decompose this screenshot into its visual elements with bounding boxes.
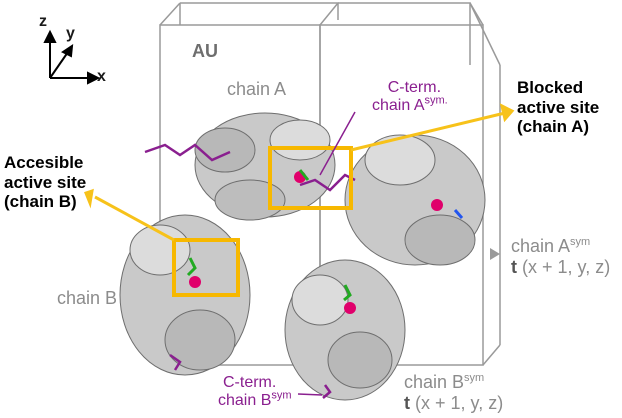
chain-a-label: chain A bbox=[227, 79, 286, 100]
cterm-b-name: chain B bbox=[218, 392, 271, 409]
blocked-line3: (chain A) bbox=[517, 117, 599, 137]
chain-a-sym-label: chain Asym t (x + 1, y, z) bbox=[511, 236, 610, 277]
chain-b-label: chain B bbox=[57, 288, 117, 309]
chain-b-sym-t: t bbox=[404, 393, 410, 413]
cterm-chain-b-sym-label: C-term. chain Bsym bbox=[218, 374, 292, 411]
chain-b-sym-label: chain Bsym t (x + 1, y, z) bbox=[404, 372, 503, 413]
chain-a-sym-sup: sym bbox=[570, 236, 590, 248]
chain-b-sym-name: chain B bbox=[404, 372, 464, 392]
protein-chain-b-sym bbox=[285, 260, 405, 400]
chain-a-sym-name: chain A bbox=[511, 236, 570, 256]
cterm-a-name: chain A bbox=[372, 97, 424, 114]
cterm-b-sup: sym bbox=[271, 390, 291, 402]
cterm-b-line2: chain Bsym bbox=[218, 392, 292, 410]
chain-a-sym-coords: (x + 1, y, z) bbox=[522, 257, 610, 277]
au-label: AU bbox=[192, 41, 218, 62]
protein-chain-a-sym bbox=[345, 135, 485, 265]
accessible-line3: (chain B) bbox=[4, 192, 86, 212]
chain-a-sym-t: t bbox=[511, 257, 517, 277]
axis-x-label: x bbox=[97, 68, 106, 86]
accessible-line2: active site bbox=[4, 173, 86, 193]
chain-b-sym-line1: chain Bsym bbox=[404, 372, 503, 393]
chain-b-sym-line2: t (x + 1, y, z) bbox=[404, 393, 503, 414]
chain-b-sym-sup: sym bbox=[464, 372, 484, 384]
blocked-site-label: Blocked active site (chain A) bbox=[517, 78, 599, 137]
axis-y-label: y bbox=[66, 25, 75, 43]
accessible-site-label: Accesible active site (chain B) bbox=[4, 153, 86, 212]
protein-chain-a bbox=[195, 113, 335, 220]
chain-a-sym-line2: t (x + 1, y, z) bbox=[511, 257, 610, 278]
chain-b-sym-coords: (x + 1, y, z) bbox=[415, 393, 503, 413]
chain-a-sym-line1: chain Asym bbox=[511, 236, 610, 257]
cterm-chain-a-sym-label: C-term. chain Asym. bbox=[372, 79, 448, 116]
blocked-line2: active site bbox=[517, 98, 599, 118]
blocked-line1: Blocked bbox=[517, 78, 599, 98]
cterm-a-line2: chain Asym. bbox=[372, 97, 448, 115]
cterm-a-sup: sym. bbox=[424, 95, 447, 107]
axis-z-label: z bbox=[39, 13, 47, 31]
accessible-line1: Accesible bbox=[4, 153, 86, 173]
translation-arrow bbox=[490, 248, 500, 260]
